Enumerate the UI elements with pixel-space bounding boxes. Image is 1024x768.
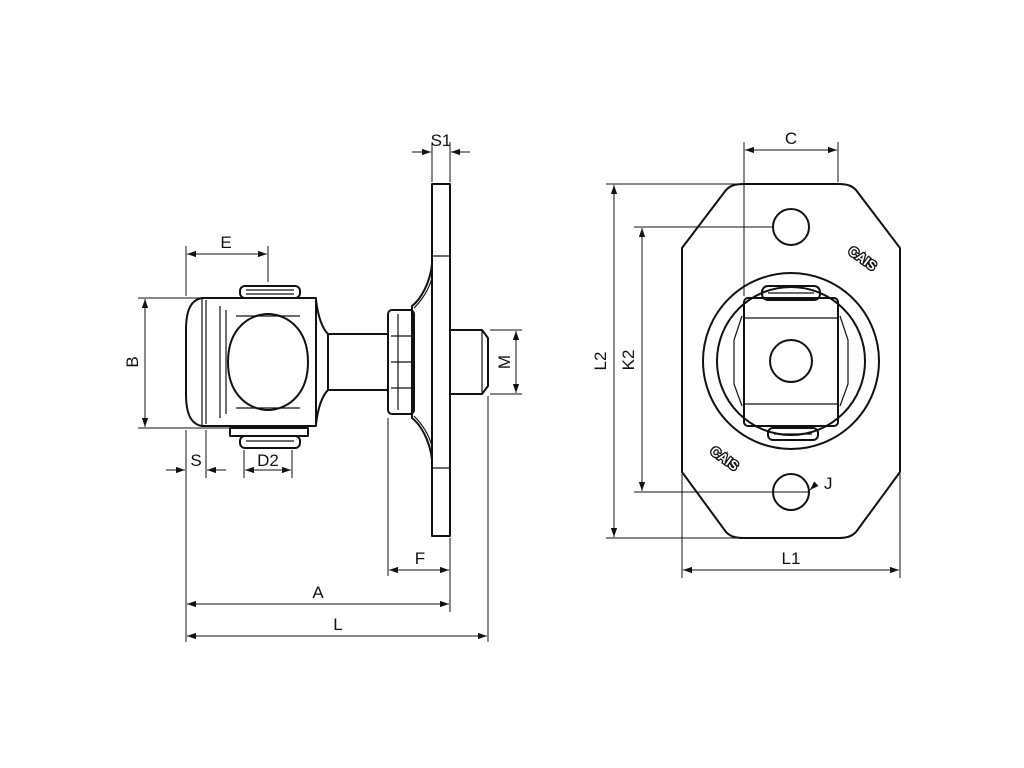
dim-B: B — [123, 356, 142, 367]
threaded-end — [449, 329, 489, 395]
ball-joint — [227, 313, 309, 411]
front-bottom-pin — [767, 427, 819, 441]
dim-S1: S1 — [431, 131, 452, 150]
dim-S: S — [190, 451, 201, 470]
hinge-eye — [185, 297, 317, 427]
bottom-pin — [239, 435, 301, 449]
dim-C: C — [785, 129, 797, 148]
base-plate — [431, 183, 451, 537]
side-view — [185, 183, 489, 537]
dim-L: L — [333, 615, 342, 634]
dim-J: J — [824, 474, 833, 493]
side-dimensions: S1 E B S D2 M F A — [123, 131, 522, 642]
logo-top: CAIS — [846, 243, 880, 274]
center-bore — [769, 339, 813, 383]
logo-bottom: CAIS — [708, 443, 742, 474]
boss-outer-ring — [702, 272, 880, 450]
dim-K2: K2 — [619, 350, 638, 371]
top-hole — [772, 208, 810, 246]
front-top-pin — [761, 285, 821, 301]
shank — [327, 333, 389, 391]
front-dimensions: C L2 K2 J L1 — [591, 129, 901, 578]
dim-L1: L1 — [782, 549, 801, 568]
dim-M: M — [495, 355, 514, 369]
bottom-washer — [229, 427, 309, 437]
front-view: CAIS CAIS — [681, 183, 901, 539]
dim-F: F — [415, 549, 425, 568]
boss-inner-ring — [716, 286, 866, 436]
dim-D2: D2 — [257, 451, 279, 470]
dim-L2: L2 — [591, 352, 610, 371]
top-pin — [239, 285, 301, 299]
dim-A: A — [312, 583, 324, 602]
octagon-plate — [681, 183, 901, 539]
eye-block — [743, 297, 839, 427]
dim-E: E — [220, 233, 231, 252]
